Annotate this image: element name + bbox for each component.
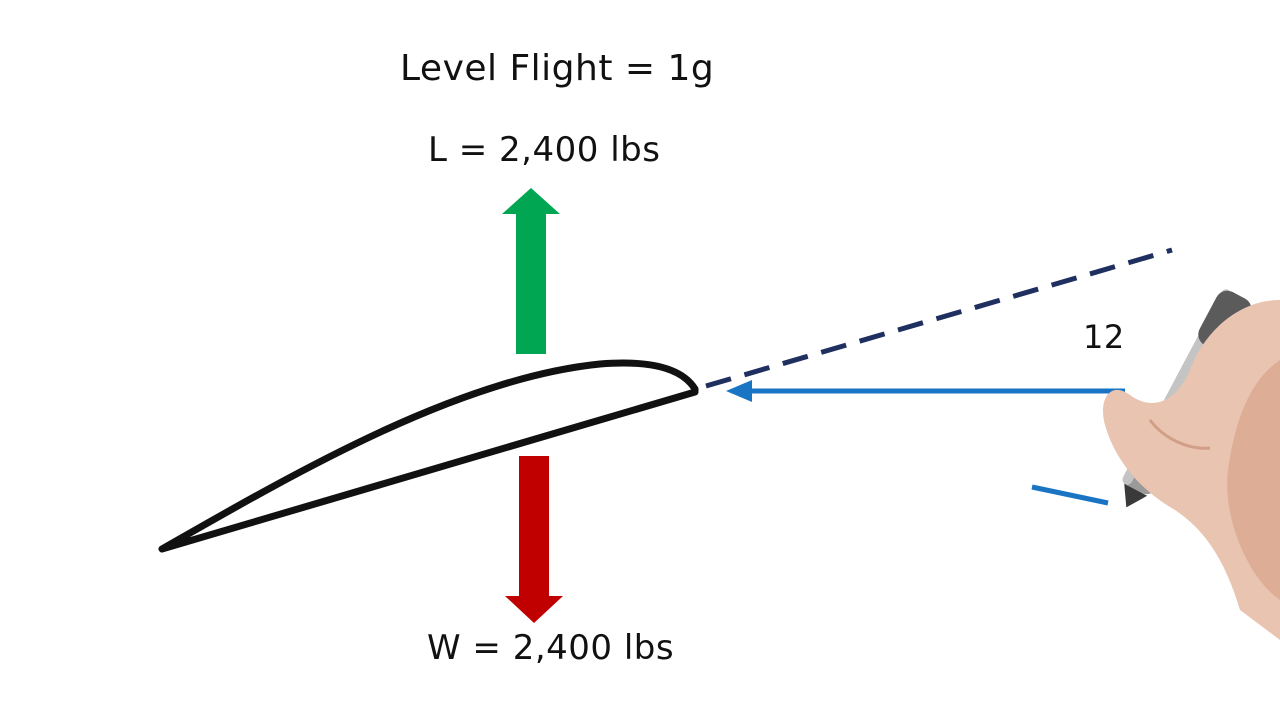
angle-label: 12 — [1083, 318, 1125, 356]
airfoil-shape — [158, 359, 699, 553]
hand-with-marker-icon — [1102, 289, 1280, 640]
lift-label: L = 2,400 lbs — [428, 130, 661, 170]
weight-label: W = 2,400 lbs — [427, 628, 675, 668]
relative-wind-arrow — [726, 380, 1125, 402]
chord-line-dashed — [705, 247, 1173, 389]
weight-arrow — [505, 456, 563, 623]
lift-arrow — [502, 188, 560, 354]
diagram-title: Level Flight = 1g — [400, 48, 715, 89]
partial-wind-line — [1031, 484, 1109, 506]
